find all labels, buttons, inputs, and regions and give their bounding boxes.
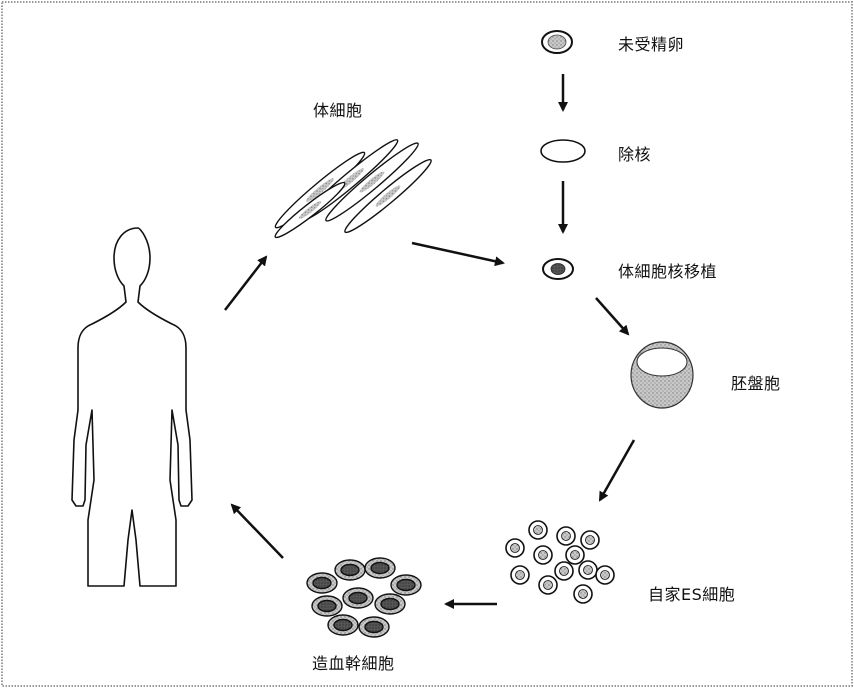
es-cells-icon — [505, 520, 615, 604]
hematopoietic-stem-cells-icon — [306, 557, 422, 638]
label-blastocyst: 胚盤胞 — [731, 374, 781, 393]
label-autologous-es-cells: 自家ES細胞 — [648, 585, 736, 604]
arrow-hsc-to-body — [230, 503, 284, 559]
arrow-somatic-to-transfer — [411, 241, 505, 267]
arrow-transfer-to-blastocyst — [595, 297, 630, 336]
label-somatic-cell: 体細胞 — [313, 101, 363, 120]
label-unfertilized-egg: 未受精卵 — [618, 35, 685, 54]
human-body-icon — [71, 227, 193, 587]
somatic-cells-icon — [274, 139, 432, 239]
label-nuclear-transfer: 体細胞核移植 — [618, 262, 718, 281]
arrow-body-to-somatic — [224, 255, 268, 311]
enucleated-egg-icon — [540, 139, 586, 163]
blastocyst-icon — [630, 341, 694, 409]
nuclear-transfer-egg-icon — [542, 258, 574, 280]
arrow-blastocyst-to-es — [598, 439, 636, 502]
label-hematopoietic-stem-cells: 造血幹細胞 — [312, 654, 395, 673]
unfertilized-egg-icon — [541, 30, 573, 54]
label-enucleation: 除核 — [618, 145, 652, 164]
